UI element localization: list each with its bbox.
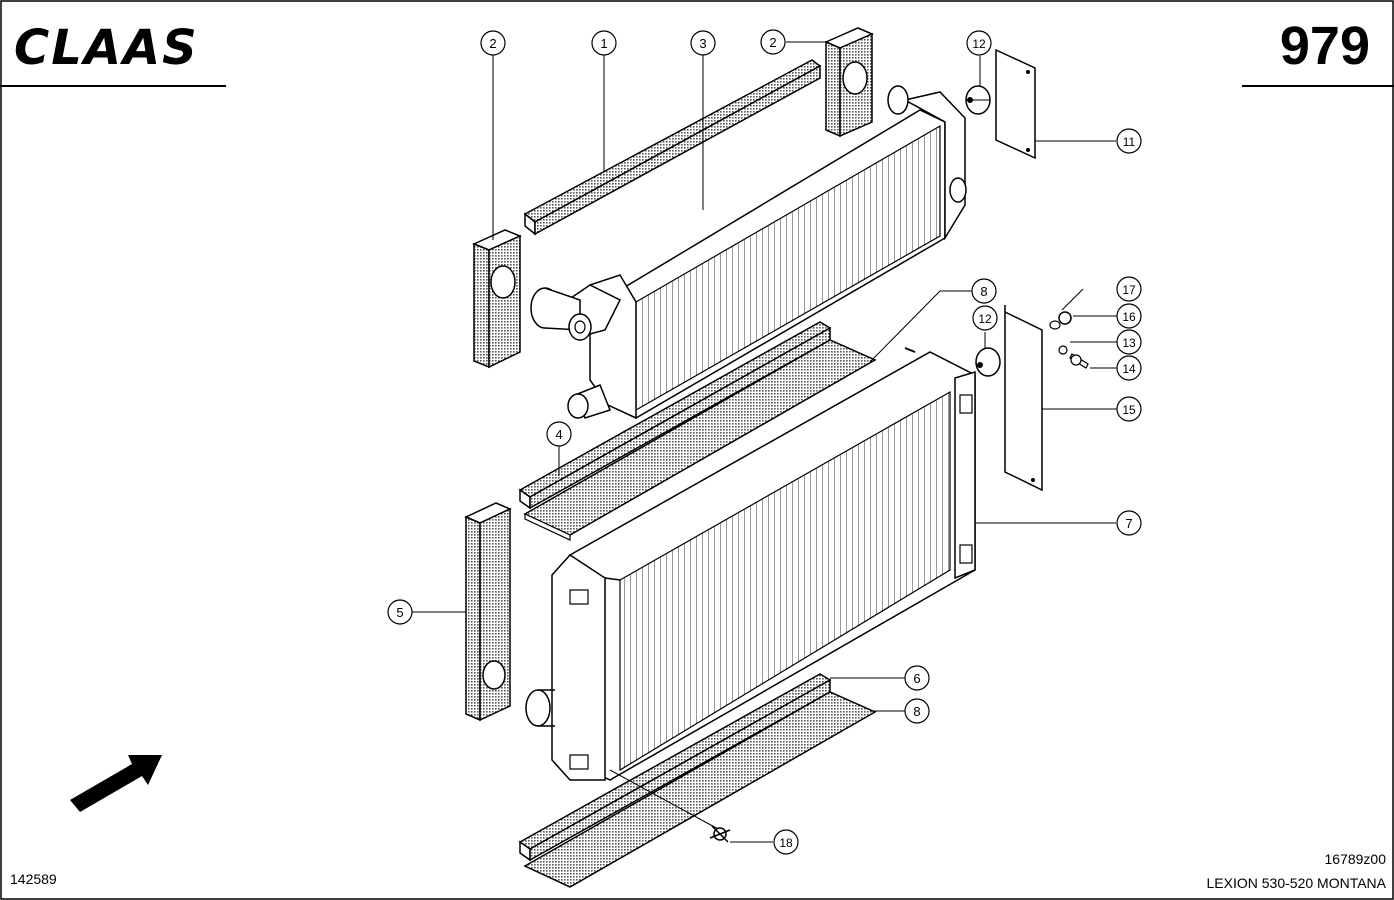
callout-label: 14 <box>1122 362 1136 376</box>
callout-5[interactable]: 5 <box>387 599 413 625</box>
callout-16[interactable]: 16 <box>1116 303 1142 329</box>
callout-label: 15 <box>1122 403 1136 417</box>
callout-label: 8 <box>980 284 987 299</box>
foam-block-2-right <box>824 27 874 138</box>
callout-12-lower[interactable]: 12 <box>972 305 998 331</box>
callout-label: 13 <box>1122 336 1136 350</box>
callout-label: 6 <box>913 671 920 686</box>
callout-14[interactable]: 14 <box>1116 355 1142 381</box>
callout-label: 2 <box>489 36 496 51</box>
foam-strip-4 <box>518 321 832 510</box>
callout-label: 7 <box>1125 516 1132 531</box>
callout-label: 2 <box>769 35 776 50</box>
callout-label: 18 <box>779 836 793 850</box>
brand-logo: CLAAS <box>14 20 199 76</box>
footer: 142589 16789z00 LEXION 530-520 MONTANA <box>10 851 1387 891</box>
foam-pad-8-bottom <box>523 691 877 888</box>
callout-6[interactable]: 6 <box>904 665 930 691</box>
header: CLAAS 979 <box>0 16 1394 87</box>
rubber-mount-12-top <box>965 85 991 115</box>
foam-block-2-left <box>472 229 522 369</box>
callout-15[interactable]: 15 <box>1116 396 1142 422</box>
drain-valve-18 <box>609 769 731 843</box>
callout-7[interactable]: 7 <box>1116 510 1142 536</box>
model-name: LEXION 530-520 MONTANA <box>1207 875 1387 891</box>
foam-block-5 <box>464 502 512 722</box>
callout-label: 5 <box>396 605 403 620</box>
callout-11[interactable]: 11 <box>1116 128 1142 154</box>
drawing-id: 16789z00 <box>1324 851 1386 867</box>
rubber-mount-12-lower <box>975 347 1001 377</box>
callout-label: 1 <box>600 36 607 51</box>
callout-label: 12 <box>978 312 992 326</box>
callout-13[interactable]: 13 <box>1116 329 1142 355</box>
intercooler-3 <box>530 85 967 420</box>
callout-17[interactable]: 17 <box>1116 276 1142 302</box>
callout-label: 11 <box>1123 135 1136 149</box>
bracket-15 <box>1004 305 1043 492</box>
callout-4[interactable]: 4 <box>546 421 572 447</box>
callout-2-right[interactable]: 2 <box>760 29 786 55</box>
doc-id: 142589 <box>10 871 57 887</box>
direction-arrow-icon <box>70 755 162 812</box>
foam-strip-6 <box>518 673 832 862</box>
callout-8-bottom[interactable]: 8 <box>904 698 930 724</box>
callout-3[interactable]: 3 <box>690 30 716 56</box>
callout-label: 4 <box>555 427 562 442</box>
callout-2-left[interactable]: 2 <box>480 30 506 56</box>
callout-label: 12 <box>972 37 986 51</box>
callout-8-top[interactable]: 8 <box>971 278 997 304</box>
callout-18[interactable]: 18 <box>773 829 799 855</box>
bracket-11 <box>995 48 1036 160</box>
page-number: 979 <box>1280 16 1370 76</box>
leader-lines <box>412 41 1117 843</box>
callout-12-top[interactable]: 12 <box>966 30 992 56</box>
fasteners-13-17 <box>1049 311 1089 369</box>
callout-label: 16 <box>1122 310 1136 324</box>
callouts: 2 1 3 2 12 11 8 12 17 16 13 14 15 7 4 5 … <box>387 29 1142 855</box>
callout-label: 3 <box>699 36 706 51</box>
radiator-7 <box>525 347 976 781</box>
foam-strip-1 <box>523 59 822 236</box>
foam-pad-8-top <box>523 339 877 541</box>
callout-1[interactable]: 1 <box>591 30 617 56</box>
callout-label: 8 <box>913 704 920 719</box>
callout-label: 17 <box>1122 283 1136 297</box>
